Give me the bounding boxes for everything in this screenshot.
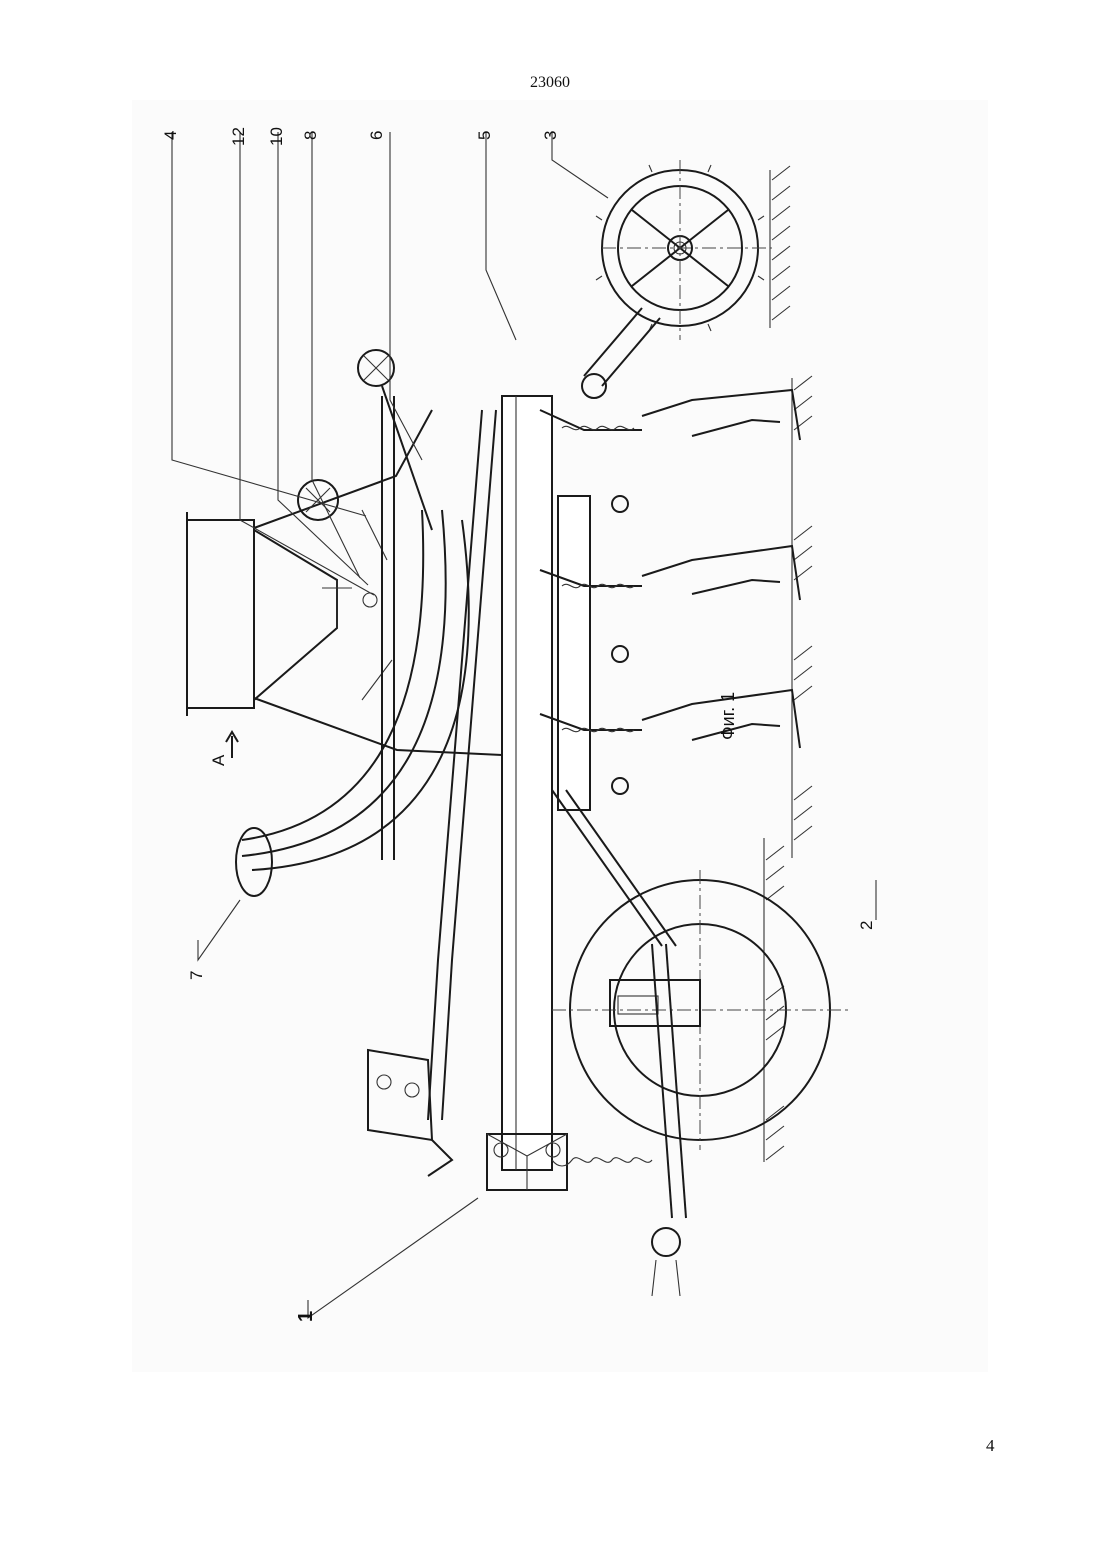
label-6: 6 <box>367 131 386 140</box>
technical-drawing: 4 12 10 8 6 5 3 2 7 1 А Фиг. 1 <box>132 100 988 1372</box>
label-10: 10 <box>267 127 286 146</box>
ground-lines <box>764 170 792 1162</box>
ground-hatching <box>766 166 812 1160</box>
label-3: 3 <box>541 131 560 140</box>
tool-beam <box>558 496 590 810</box>
view-label-a: А <box>209 754 228 766</box>
label-2: 2 <box>857 921 876 930</box>
label-12: 12 <box>229 127 248 146</box>
packer-roller <box>582 160 772 398</box>
support-wheel <box>552 870 852 1150</box>
view-arrow-icon <box>226 732 238 758</box>
marker <box>236 350 432 896</box>
seed-tubes <box>242 396 469 870</box>
figure-area: 4 12 10 8 6 5 3 2 7 1 А Фиг. 1 <box>132 100 988 1372</box>
label-1: 1 <box>295 1311 317 1322</box>
label-5: 5 <box>475 131 494 140</box>
label-4: 4 <box>161 131 180 140</box>
hitch-linkage <box>552 790 686 1296</box>
label-7: 7 <box>187 971 206 980</box>
figure-caption: Фиг. 1 <box>718 692 738 740</box>
page-number: 4 <box>986 1436 995 1456</box>
document-number: 23060 <box>0 74 1100 92</box>
label-8: 8 <box>301 131 320 140</box>
hopper <box>187 410 502 755</box>
drawbar <box>368 410 496 1176</box>
